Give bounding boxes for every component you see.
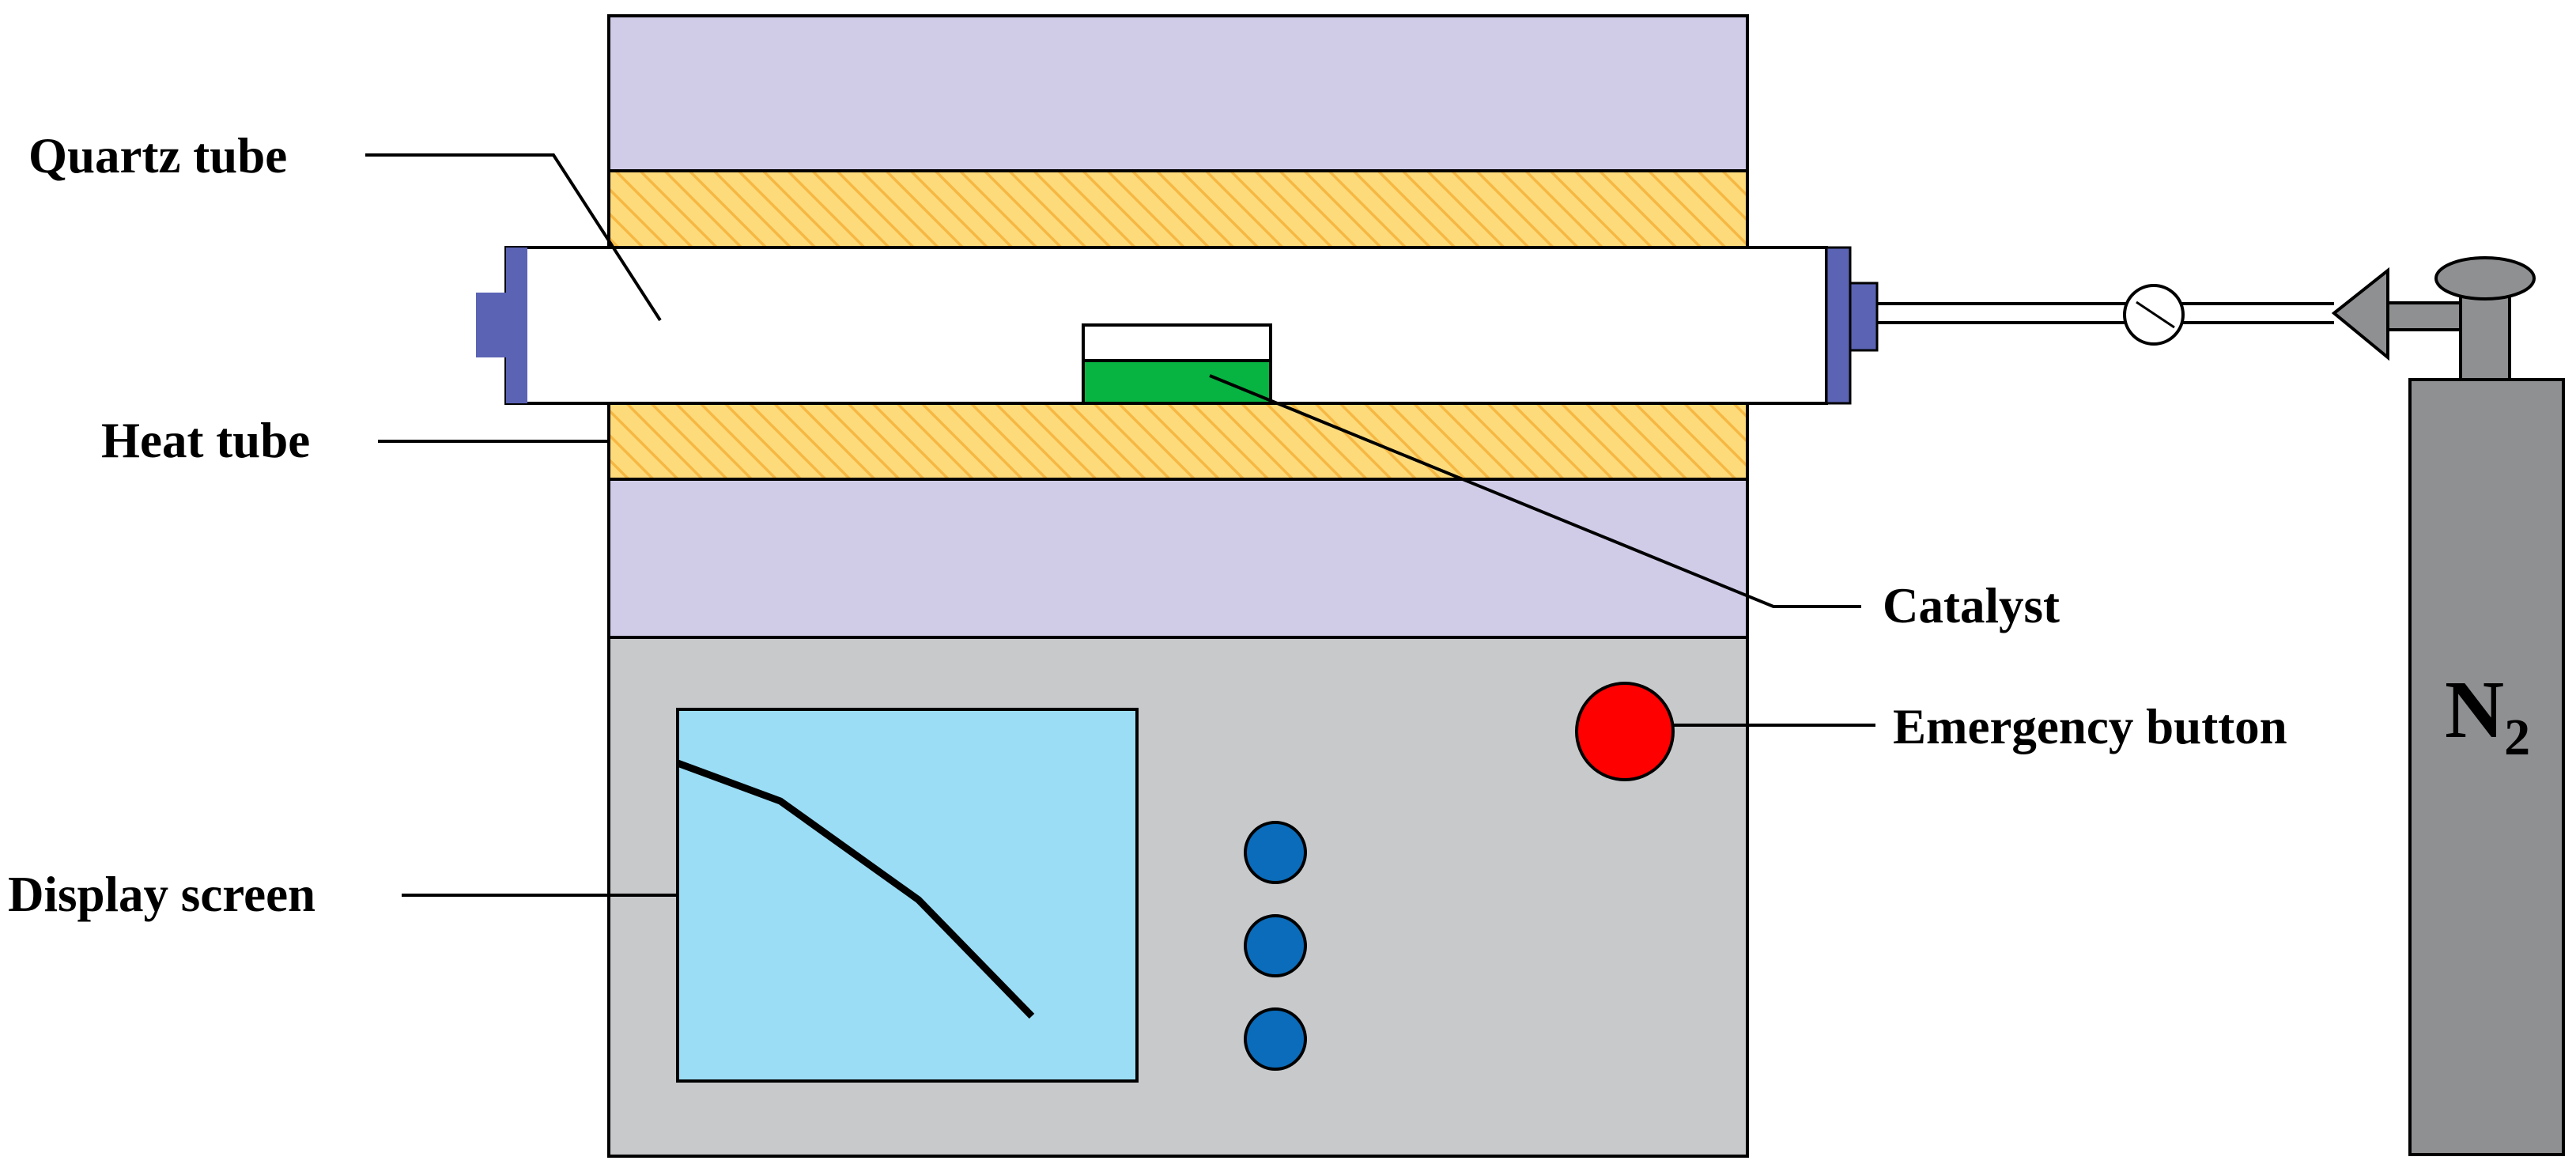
gas-cylinder-body	[2408, 378, 2565, 1156]
display-screen	[676, 708, 1139, 1083]
display-curve	[676, 759, 1035, 1019]
right-end-cap-knob	[1849, 282, 1879, 352]
pressure-gauge-needle	[2136, 301, 2175, 329]
catalyst-sample	[1082, 359, 1272, 405]
left-end-cap	[506, 248, 527, 403]
catalyst-label: Catalyst	[1883, 578, 2060, 633]
control-knob-3[interactable]	[1244, 1007, 1307, 1071]
furnace-lower-housing	[607, 478, 1749, 639]
furnace-upper-housing	[607, 14, 1749, 172]
emergency-button-label: Emergency button	[1893, 699, 2287, 754]
gas-cylinder-label: N2	[2445, 664, 2530, 766]
display-screen-label: Display screen	[8, 867, 315, 922]
heat-tube-lower	[607, 402, 1749, 481]
gas-regulator-nozzle	[2331, 266, 2389, 361]
heat-tube-label: Heat tube	[101, 413, 310, 468]
right-end-cap	[1825, 246, 1852, 405]
gas-regulator-pipe	[2386, 301, 2462, 331]
quartz-tube-label: Quartz tube	[28, 128, 287, 183]
quartz-tube-leader	[365, 153, 662, 322]
left-end-cap-knob	[476, 293, 506, 357]
control-knob-2[interactable]	[1244, 914, 1307, 977]
heat-tube-upper	[607, 169, 1749, 249]
emergency-button[interactable]	[1575, 682, 1675, 781]
gas-cylinder-valve	[2434, 256, 2536, 301]
gas-cylinder-neck	[2459, 289, 2511, 381]
catalyst-boat	[1082, 323, 1272, 362]
catalyst-leader	[1209, 374, 1861, 608]
control-knob-1[interactable]	[1244, 821, 1307, 884]
